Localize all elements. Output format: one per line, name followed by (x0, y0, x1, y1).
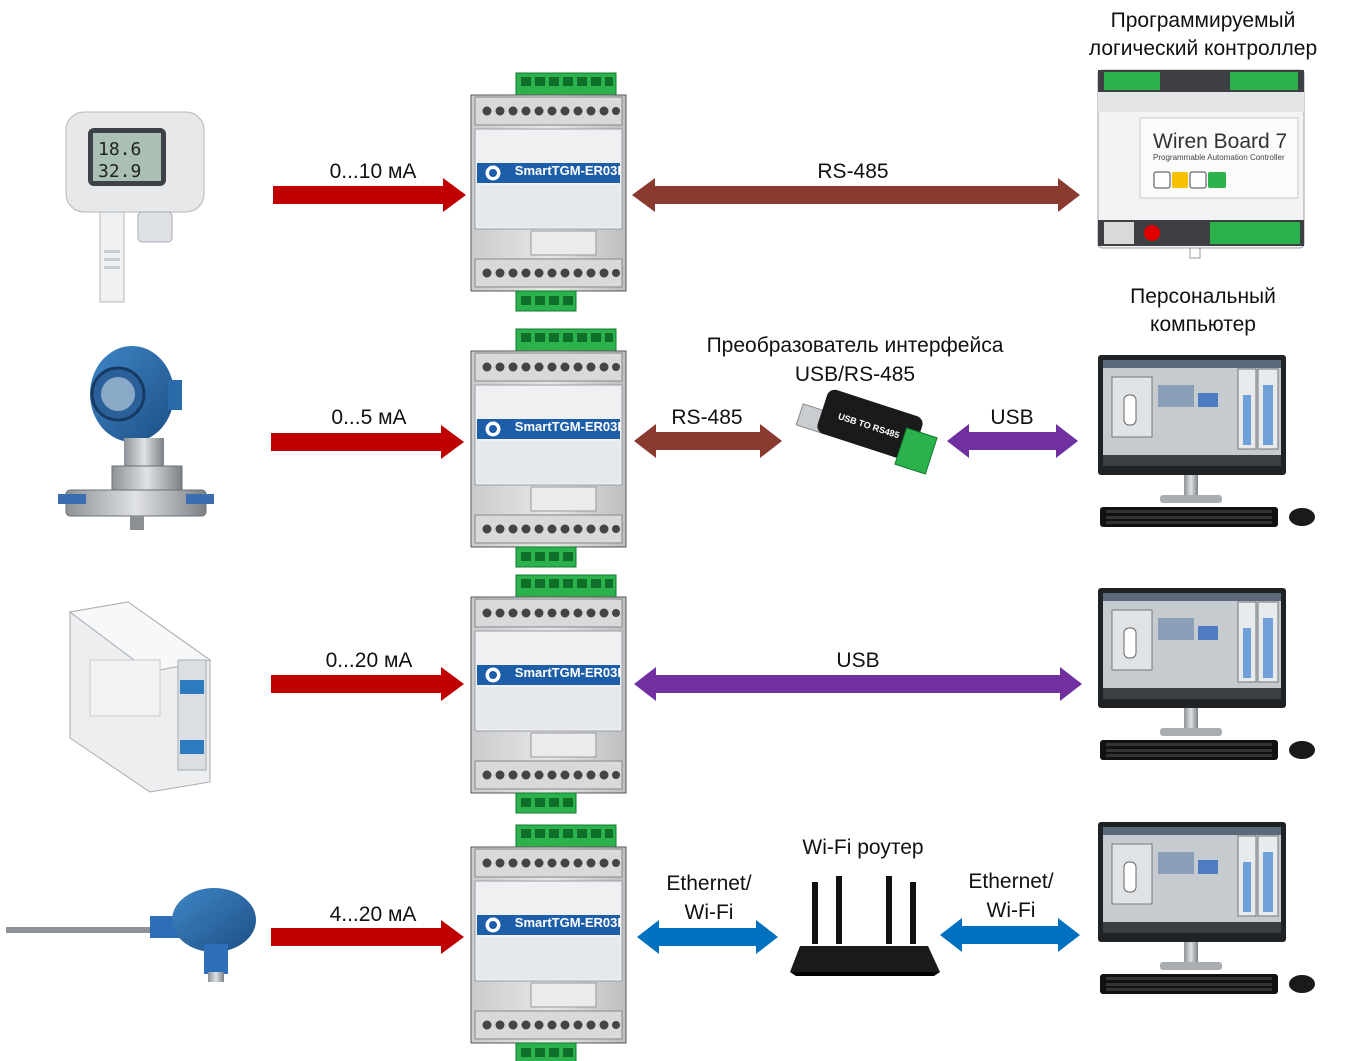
pressure-transmitter-icon (58, 346, 214, 530)
current-label-row3: 0...20 мА (325, 649, 413, 672)
usb-arrow-row3 (634, 667, 1082, 701)
converter-label: Преобразователь интерфейса USB/RS-485 (706, 334, 1004, 386)
usb-converter-icon (795, 389, 938, 475)
current-arrow-row1 (273, 178, 466, 212)
rs485-arrow-row2 (634, 424, 782, 458)
humidity-sensor-icon: 18.6 32.9 (65, 111, 205, 303)
link-label-row4-right: Ethernet/ Wi-Fi (968, 870, 1054, 922)
device-name-row4: SmartTGM-ER03I (514, 915, 621, 930)
smart-tgm-device-row2 (470, 328, 627, 568)
device-name-row1: SmartTGM-ER03I (514, 163, 621, 178)
router-icon (790, 876, 940, 976)
plc-tagline: Programmable Automation Controller (1153, 153, 1285, 162)
link-label-row2-right: USB (990, 406, 1034, 429)
link-label-row1: RS-485 (817, 160, 889, 183)
current-arrow-row2 (271, 425, 464, 459)
plc-brand: Wiren Board 7 (1153, 130, 1287, 153)
ethernet-arrow-row4-right (940, 918, 1080, 952)
computer-icon-row4 (1097, 821, 1316, 995)
rs485-arrow-row1 (632, 178, 1080, 212)
computer-icon-row2 (1097, 354, 1316, 528)
smart-tgm-device-row1 (470, 72, 627, 312)
plc-label: Программируемый логический контроллер (1088, 9, 1318, 60)
sensor-reading-top: 18.6 (98, 139, 141, 160)
current-arrow-row4 (271, 920, 464, 954)
router-label: Wi-Fi роутер (802, 836, 924, 859)
link-label-row4-left: Ethernet/ Wi-Fi (666, 872, 752, 924)
device-name-row3: SmartTGM-ER03I (514, 665, 621, 680)
sensor-reading-bottom: 32.9 (98, 161, 141, 182)
computer-icon-row3 (1097, 587, 1316, 761)
link-label-row3: USB (836, 649, 880, 672)
current-label-row2: 0...5 мА (331, 406, 407, 429)
current-label-row1: 0...10 мА (329, 160, 417, 183)
din-converter-icon (68, 601, 212, 793)
ethernet-arrow-row4-left (637, 920, 778, 954)
link-label-row2-left: RS-485 (671, 406, 743, 429)
pc-label: Персональный компьютер (1130, 285, 1276, 336)
thermocouple-icon (6, 888, 256, 982)
current-arrow-row3 (271, 667, 464, 701)
usb-arrow-row2 (947, 424, 1078, 458)
smart-tgm-device-row4 (470, 824, 627, 1061)
plc-icon (1097, 69, 1305, 259)
device-name-row2: SmartTGM-ER03I (514, 419, 621, 434)
smart-tgm-device-row3 (470, 574, 627, 814)
current-label-row4: 4...20 мА (329, 903, 417, 926)
